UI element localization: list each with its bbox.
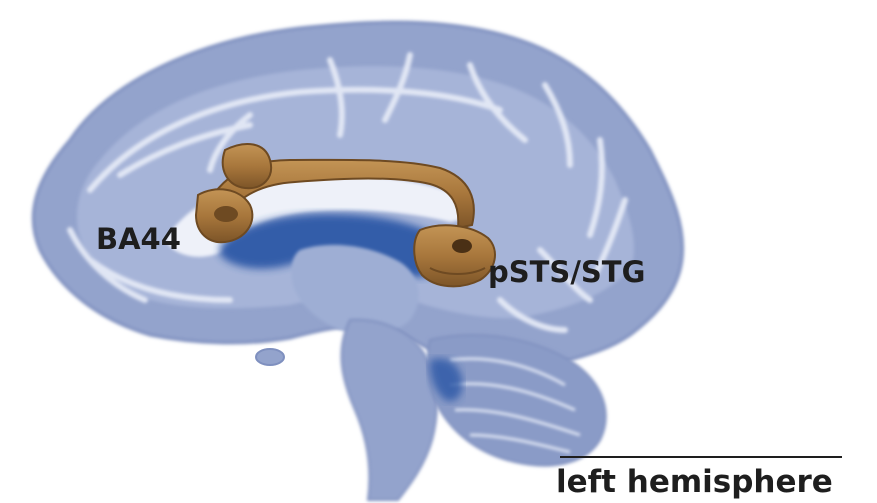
label-left-hemisphere: left hemisphere <box>556 464 833 500</box>
label-psts-stg: pSTS/STG <box>488 255 645 289</box>
pituitary <box>256 349 284 365</box>
label-ba44: BA44 <box>96 222 181 256</box>
hemisphere-rule <box>560 456 842 458</box>
